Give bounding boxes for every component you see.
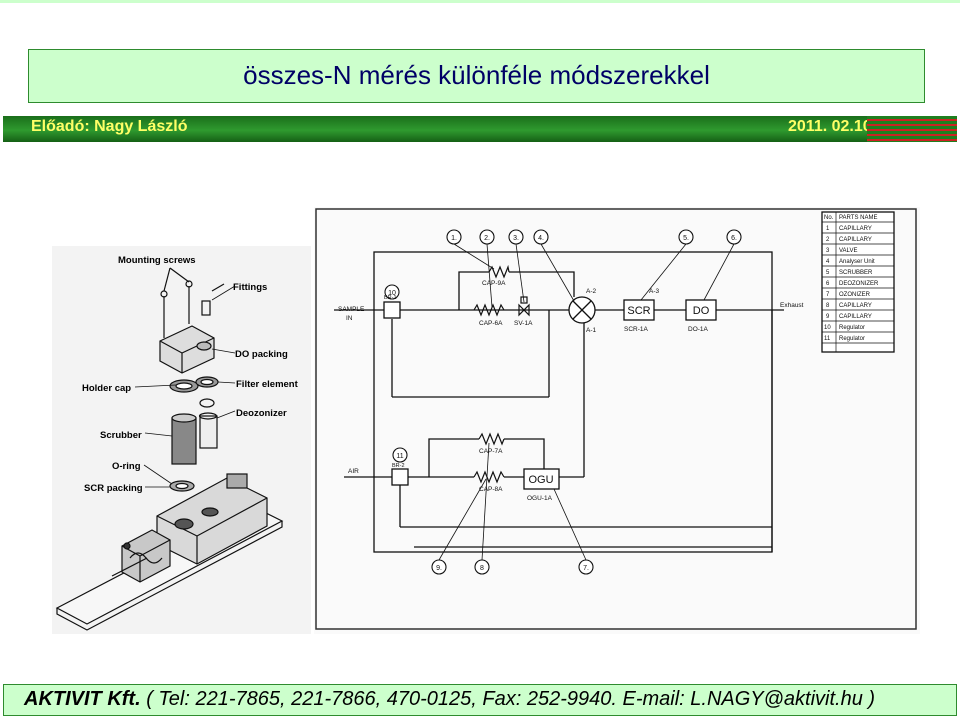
label-do: DO bbox=[693, 305, 710, 317]
footer-bar: AKTIVIT Kft. ( Tel: 221-7865, 221-7866, … bbox=[3, 684, 957, 716]
label-ogu: OGU bbox=[528, 474, 553, 486]
parts-row-name: Regulator bbox=[839, 336, 865, 342]
parts-table-header-no: No. bbox=[824, 215, 834, 221]
label-cap6a: CAP-6A bbox=[479, 320, 503, 327]
label-fittings: Fittings bbox=[233, 282, 267, 293]
label-scr: SCR bbox=[627, 305, 650, 317]
callout-5: 5. bbox=[683, 235, 689, 242]
callout-8: 8 bbox=[480, 565, 484, 572]
parts-row-no: 11 bbox=[824, 336, 831, 342]
label-a3: A-3 bbox=[649, 288, 660, 295]
label-sample: SAMPLE bbox=[338, 306, 365, 313]
callout-10: 10 bbox=[388, 290, 396, 297]
label-exhaust: Exhaust bbox=[780, 302, 804, 309]
label-do-packing: DO packing bbox=[235, 349, 288, 360]
label-scr1a: SCR-1A bbox=[624, 326, 649, 333]
parts-row-name: Analyser Unit bbox=[839, 259, 875, 265]
label-cap8a: CAP-8A bbox=[479, 486, 503, 493]
exploded-view-figure: Mounting screws Fittings DO packing Hold… bbox=[52, 246, 311, 634]
parts-row-no: 2 bbox=[826, 237, 830, 243]
parts-row-no: 1 bbox=[826, 226, 830, 232]
flow-diagram: 1. 2. 3. 4. 5. 6. 10 11 9. 8 7. SAMPLE I… bbox=[315, 208, 917, 630]
parts-row-name: CAPILLARY bbox=[839, 303, 872, 309]
parts-row-no: 7 bbox=[826, 292, 830, 298]
parts-row-no: 4 bbox=[826, 259, 830, 265]
label-a2: A-2 bbox=[586, 288, 597, 295]
slide-date: 2011. 02.10. bbox=[788, 118, 877, 135]
parts-table-header-name: PARTS NAME bbox=[839, 215, 877, 221]
parts-row-name: CAPILLARY bbox=[839, 226, 872, 232]
label-in: IN bbox=[346, 315, 353, 322]
callout-1: 1. bbox=[451, 235, 457, 242]
label-br1: BR-1 bbox=[384, 295, 397, 301]
exploded-view-drawing: Mounting screws Fittings DO packing Hold… bbox=[55, 255, 299, 631]
label-holder-cap: Holder cap bbox=[82, 383, 131, 394]
parts-row-name: Regulator bbox=[839, 325, 865, 331]
callout-9: 9. bbox=[436, 565, 442, 572]
footer-contact-line: AKTIVIT Kft. ( Tel: 221-7865, 221-7866, … bbox=[24, 688, 875, 711]
label-ogu1a: OGU-1A bbox=[527, 495, 553, 502]
callout-3: 3. bbox=[513, 235, 519, 242]
footer-company: AKTIVIT Kft. bbox=[24, 688, 141, 710]
label-do1a: DO-1A bbox=[688, 326, 709, 333]
parts-row-name: SCRUBBER bbox=[839, 270, 873, 276]
label-deozonizer: Deozonizer bbox=[236, 408, 287, 419]
label-air: AIR bbox=[348, 468, 359, 475]
label-mounting-screws: Mounting screws bbox=[118, 255, 196, 266]
parts-row-no: 3 bbox=[826, 248, 830, 254]
parts-row-no: 6 bbox=[826, 281, 830, 287]
parts-row-no: 10 bbox=[824, 325, 831, 331]
callout-6: 6. bbox=[731, 235, 737, 242]
callout-7: 7. bbox=[583, 565, 589, 572]
parts-row-no: 8 bbox=[826, 303, 830, 309]
label-a1: A-1 bbox=[586, 327, 597, 334]
callout-2: 2. bbox=[484, 235, 490, 242]
label-o-ring: O-ring bbox=[112, 461, 141, 472]
top-accent-line bbox=[0, 0, 960, 3]
label-scrubber: Scrubber bbox=[100, 430, 142, 441]
parts-row-name: OZONIZER bbox=[839, 292, 871, 298]
label-scr-packing: SCR packing bbox=[84, 483, 143, 494]
footer-contact: ( Tel: 221-7865, 221-7866, 470-0125, Fax… bbox=[140, 688, 876, 710]
callout-11: 11 bbox=[396, 453, 403, 460]
title-bar: összes-N mérés különféle módszerekkel bbox=[28, 49, 925, 103]
parts-row-name: CAPILLARY bbox=[839, 237, 872, 243]
label-br2: BR-2 bbox=[392, 463, 405, 469]
flow-diagram-figure: 1. 2. 3. 4. 5. 6. 10 11 9. 8 7. SAMPLE I… bbox=[314, 207, 920, 634]
callout-4: 4. bbox=[538, 235, 544, 242]
parts-row-name: CAPILLARY bbox=[839, 314, 872, 320]
parts-row-name: DEOZONIZER bbox=[839, 281, 879, 287]
parts-row-no: 5 bbox=[826, 270, 830, 276]
label-cap9a: CAP-9A bbox=[482, 280, 506, 287]
presenter-label: Előadó: Nagy László bbox=[31, 118, 188, 135]
parts-row-no: 9 bbox=[826, 314, 830, 320]
presenter-bar: Előadó: Nagy László 2011. 02.10. bbox=[3, 116, 957, 142]
slide-title: összes-N mérés különféle módszerekkel bbox=[243, 60, 710, 90]
label-sv1a: SV-1A bbox=[514, 320, 533, 327]
parts-row-name: VALVE bbox=[839, 248, 857, 254]
label-filter-element: Filter element bbox=[236, 379, 299, 390]
decorative-stripes bbox=[867, 116, 957, 142]
label-cap7a: CAP-7A bbox=[479, 448, 503, 455]
